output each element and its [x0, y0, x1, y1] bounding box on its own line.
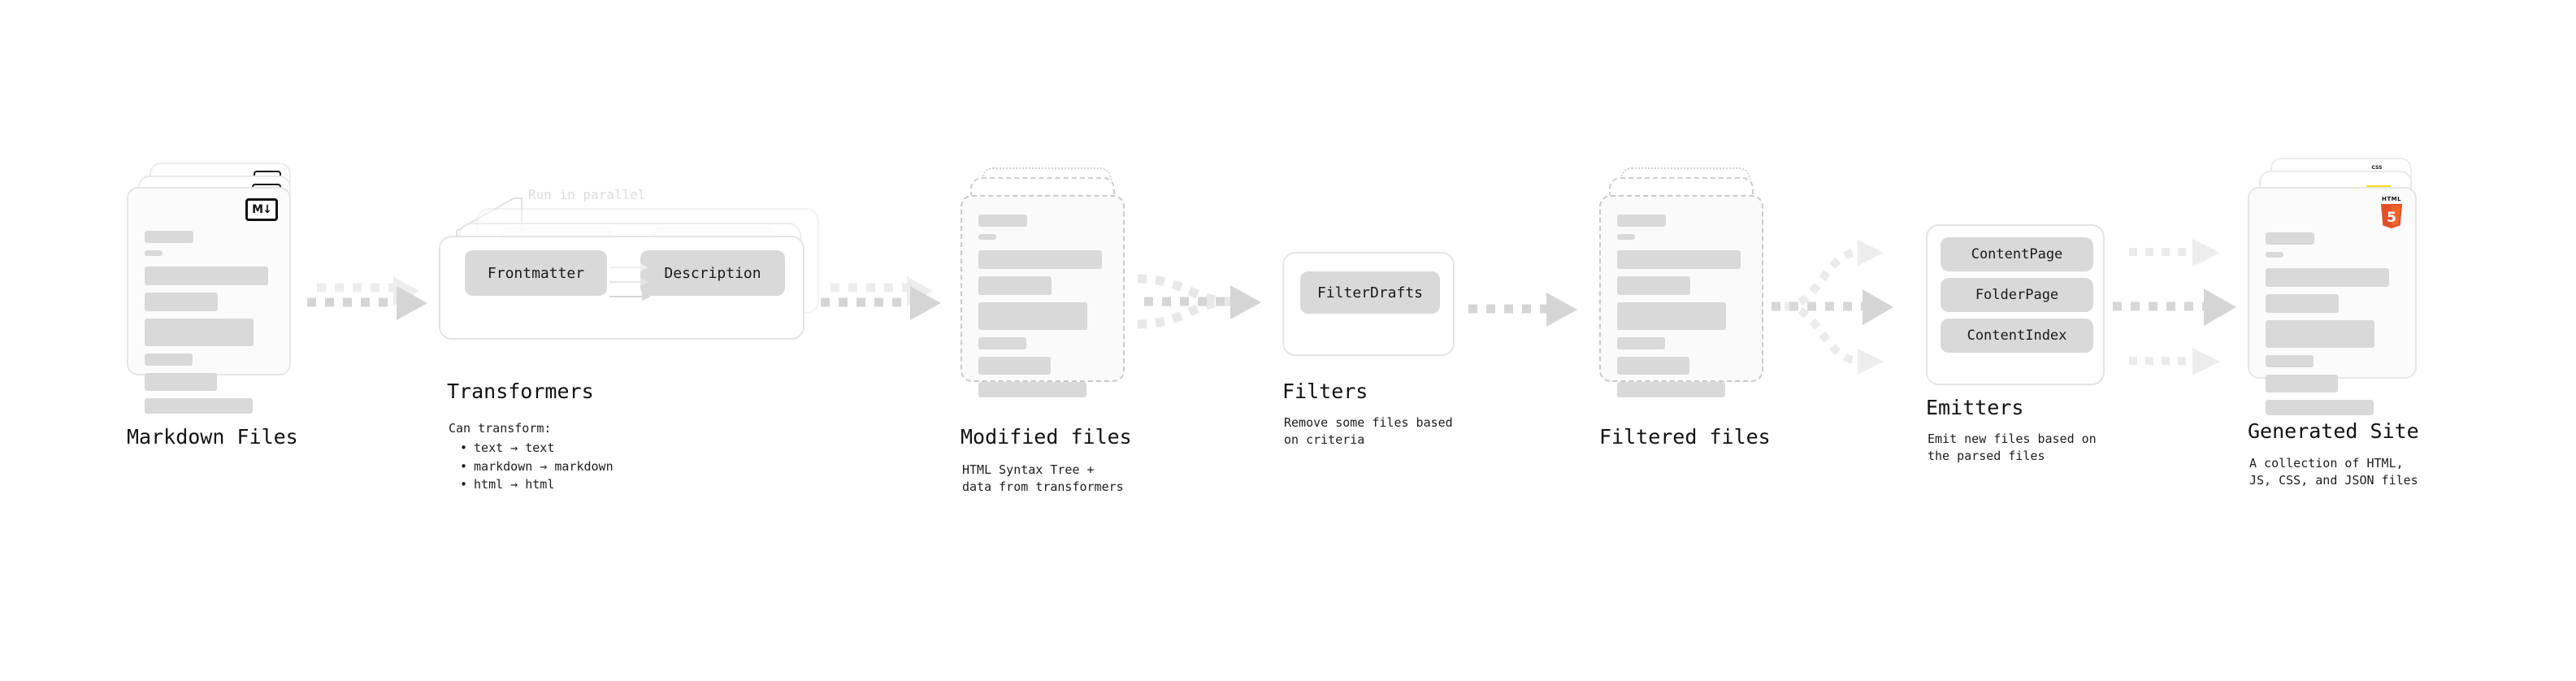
html5-shield-icon: 5 [2381, 204, 2402, 228]
modified-file-stack [961, 163, 1147, 423]
pill-frontmatter[interactable]: Frontmatter [465, 250, 607, 296]
skeleton-bar [1617, 357, 1689, 375]
skeleton-bar [145, 250, 163, 256]
skeleton-bar [978, 276, 1052, 295]
skeleton-bar [978, 357, 1051, 375]
modified-card-front [961, 195, 1125, 397]
connector-emitters-to-site [2111, 234, 2257, 380]
skeleton-bar [1617, 215, 1666, 227]
dashed-split-arrow-icon [1772, 240, 1893, 375]
dashed-arrow-icon [821, 276, 941, 320]
markdown-badge-label: M↓ [245, 198, 278, 221]
caption-modified-files-sub: HTML Syntax Tree + data from transformer… [962, 462, 1124, 495]
markdown-card-front: M↓ [127, 187, 291, 414]
skeleton-bar [978, 215, 1027, 227]
generated-card-skeleton [2266, 232, 2400, 423]
bullet-markdown-to-markdown: markdown → markdown [460, 458, 614, 476]
skeleton-bar [2266, 232, 2314, 245]
pill-filterdrafts[interactable]: FilterDrafts [1300, 271, 1440, 314]
caption-modified-files: Modified files [961, 425, 1132, 449]
pill-folderpage[interactable]: FolderPage [1941, 278, 2093, 312]
markdown-card-skeleton [145, 231, 275, 421]
stage-filters: FilterDrafts [1282, 252, 1455, 356]
caption-emitters: Emitters [1926, 396, 2024, 419]
caption-emitters-sub: Emit new files based on the parsed files [1928, 432, 2097, 464]
skeleton-bar [2266, 375, 2338, 393]
skeleton-bar [145, 354, 193, 366]
caption-filters: Filters [1282, 380, 1368, 403]
skeleton-bar [1617, 302, 1726, 330]
skeleton-bar [2266, 355, 2314, 367]
generated-card-html: HTML 5 [2248, 187, 2417, 415]
html5-badge-digit: 5 [2387, 210, 2396, 226]
connector-md-to-transformers [306, 275, 448, 332]
markdown-badge-icon: M↓ [245, 198, 278, 221]
transformer-box-front: Frontmatter Description [439, 236, 804, 340]
caption-transformers-sub: Can transform: [449, 421, 552, 436]
dashed-three-arrows-icon [2113, 239, 2236, 375]
stage-generated-site: CSS HTML 5 [2248, 158, 2443, 426]
skeleton-bar [2266, 320, 2374, 348]
stage-modified-files [961, 163, 1147, 423]
filtered-card-front [1599, 195, 1763, 397]
skeleton-bar [145, 319, 254, 346]
skeleton-bar [1617, 250, 1741, 269]
skeleton-bar [145, 398, 253, 414]
bullet-text-to-text: text → text [460, 439, 614, 458]
dashed-arrow-icon [307, 276, 427, 320]
skeleton-bar [2266, 268, 2389, 287]
markdown-file-stack: M↓ M↓ M↓ [127, 163, 314, 423]
stage-transformers: Run in parallel Frontmatter Description [439, 187, 829, 379]
caption-filters-sub: Remove some files based on criteria [1284, 415, 1453, 448]
filters-box: FilterDrafts [1282, 252, 1455, 356]
label-run-in-parallel: Run in parallel [528, 187, 646, 202]
skeleton-bar [1617, 234, 1635, 240]
filtered-file-stack [1599, 163, 1786, 423]
skeleton-bar [2266, 400, 2374, 415]
skeleton-bar [2266, 252, 2283, 258]
skeleton-bar [2266, 294, 2339, 313]
caption-filtered-files: Filtered files [1599, 425, 1771, 449]
connector-filtered-to-emitters [1770, 234, 1916, 380]
skeleton-bar [978, 302, 1087, 330]
skeleton-bar [978, 234, 996, 240]
connector-transformers-to-modified [819, 275, 961, 332]
caption-generated-site: Generated Site [2248, 419, 2419, 443]
skeleton-bar [1617, 382, 1725, 397]
pill-contentpage[interactable]: ContentPage [1941, 237, 2093, 271]
transformers-bullet-list: text → text markdown → markdown html → h… [460, 439, 614, 494]
bullet-html-to-html: html → html [460, 475, 614, 494]
filtered-card-skeleton [1617, 215, 1747, 405]
stage-filtered-files [1599, 163, 1786, 423]
caption-transformers: Transformers [447, 380, 594, 403]
caption-markdown-files: Markdown Files [127, 425, 298, 449]
skeleton-bar [145, 373, 217, 391]
modified-card-skeleton [978, 215, 1108, 405]
html5-badge-word: HTML [2381, 196, 2402, 202]
dashed-merge-arrow-icon [1137, 274, 1261, 329]
skeleton-bar [145, 231, 193, 243]
skeleton-bar [145, 293, 218, 311]
skeleton-bar [978, 250, 1102, 269]
skeleton-bar [1617, 337, 1665, 349]
dashed-arrow-icon [1468, 293, 1577, 327]
caption-generated-site-sub: A collection of HTML, JS, CSS, and JSON … [2249, 456, 2418, 488]
html5-badge-icon: HTML 5 [2378, 197, 2405, 229]
skeleton-bar [1617, 276, 1690, 295]
pill-description[interactable]: Description [640, 250, 785, 296]
skeleton-bar [145, 267, 268, 285]
stage-emitters: ContentPage FolderPage ContentIndex [1926, 224, 2105, 385]
transformer-internal-arrows-icon [609, 263, 651, 301]
skeleton-bar [978, 337, 1026, 349]
html5-badge-graphic: HTML 5 [2378, 197, 2405, 229]
generated-site-file-stack: CSS HTML 5 [2248, 158, 2443, 426]
connector-modified-to-filters [1136, 264, 1286, 345]
css-badge-label: CSS [2371, 165, 2383, 171]
connector-filters-to-filtered [1467, 289, 1597, 330]
stage-markdown-files: M↓ M↓ M↓ [127, 163, 314, 423]
emitters-box: ContentPage FolderPage ContentIndex [1926, 224, 2105, 385]
pill-contentindex[interactable]: ContentIndex [1941, 319, 2093, 353]
skeleton-bar [978, 382, 1086, 397]
